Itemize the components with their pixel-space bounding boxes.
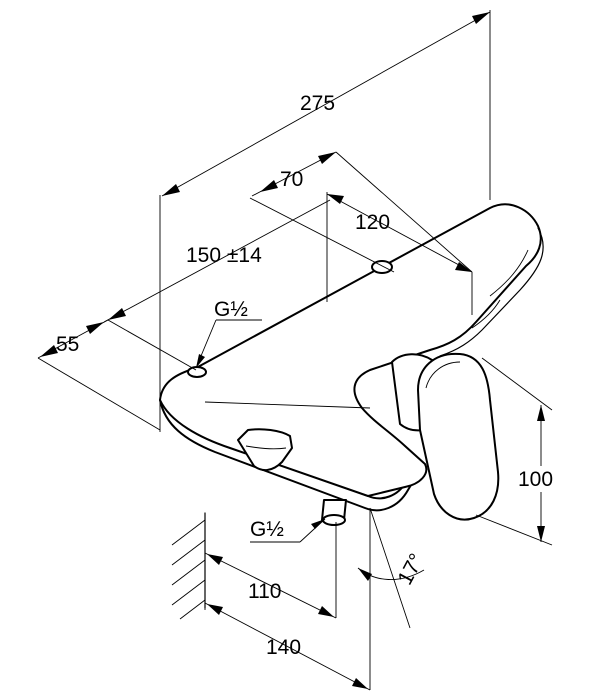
spout-chamfer-line — [204, 401, 371, 409]
thread-label-top: G½ — [214, 298, 248, 321]
outlet-aerator-rim — [245, 445, 287, 450]
dim-center-distance: 150 ±14 — [103, 197, 395, 323]
dim-label-70: 70 — [280, 168, 303, 191]
dim-handle-height: 100 — [475, 357, 568, 546]
left-inlet-stub — [187, 366, 207, 378]
dim-label-55: 55 — [56, 333, 79, 356]
mixer-handle — [391, 352, 500, 521]
arrow — [86, 322, 104, 334]
arrow — [40, 345, 58, 357]
dim-label-275: 275 — [300, 92, 335, 115]
dim-label-120: 120 — [355, 211, 390, 234]
dim-spout-offset: 70 — [251, 151, 473, 273]
arrow — [472, 12, 490, 24]
hatch — [171, 559, 206, 586]
dim-line — [326, 193, 473, 273]
arrow — [260, 180, 278, 192]
arrow — [108, 308, 126, 320]
dim-depth: 55 — [37, 319, 197, 431]
spout-rear-edge — [439, 227, 544, 357]
hatch — [171, 579, 206, 606]
ext-line — [481, 357, 553, 411]
spout-top-surface — [159, 203, 542, 497]
dim-label-110: 110 — [248, 580, 281, 603]
handle-lever — [417, 352, 500, 521]
arrow — [311, 519, 325, 529]
spout-rear-inner-curve-2 — [489, 249, 529, 297]
hatch — [171, 519, 206, 546]
dim-line — [204, 602, 371, 691]
arrow — [327, 194, 344, 204]
ext-line — [369, 507, 411, 629]
arrow — [352, 678, 368, 689]
ext-line — [249, 197, 395, 273]
thread-label-bottom: G½ — [250, 518, 284, 541]
dim-line — [161, 11, 491, 197]
faucet-body — [159, 203, 544, 526]
dim-line — [103, 199, 331, 323]
arrow — [318, 606, 334, 617]
arrow — [162, 184, 180, 196]
wall-hatch — [171, 512, 206, 620]
dim-label-100: 100 — [518, 468, 553, 491]
handle-lever-edge — [425, 361, 461, 389]
ext-line — [107, 319, 197, 371]
ext-line — [335, 151, 473, 273]
thread-callout-bottom: G½ — [250, 518, 326, 543]
dim-wall-to-tip: 140 — [204, 602, 371, 691]
hatch — [171, 539, 206, 566]
arrow — [196, 354, 205, 368]
arrow — [537, 526, 545, 542]
spout-rear-inner-curve — [471, 299, 501, 329]
thread-callout-top: G½ — [195, 298, 262, 369]
arrow — [537, 405, 545, 421]
bottom-inlet-end — [322, 514, 346, 526]
outlet-aerator — [237, 428, 293, 472]
arrow — [207, 604, 223, 615]
dim-total-length: 275 — [159, 10, 491, 432]
dim-label-150: 150 ±14 — [186, 244, 262, 267]
top-inlet-stub — [371, 260, 393, 274]
dim-label-140: 140 — [266, 636, 301, 659]
dim-inlet-to-handle: 120 — [326, 192, 473, 315]
hatch — [179, 599, 206, 620]
dim-label-bg — [514, 466, 568, 492]
arrow — [207, 554, 223, 565]
dim-line — [204, 552, 337, 619]
arrow — [358, 568, 372, 581]
arrow — [318, 152, 336, 164]
dim-label-17: 17° — [394, 550, 429, 589]
ext-line — [37, 357, 161, 431]
ext-line — [475, 514, 553, 546]
arrow — [455, 262, 472, 272]
dim-wall-to-outlet: 110 — [204, 522, 337, 619]
dim-angle: 17° — [357, 507, 429, 690]
